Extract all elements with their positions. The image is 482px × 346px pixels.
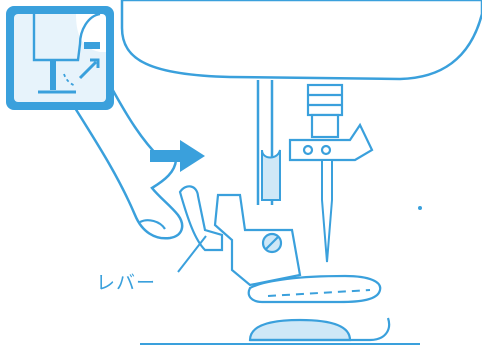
label-leader-line: [178, 236, 206, 272]
hand-back: [110, 85, 160, 158]
needle: [322, 160, 332, 262]
needle-clamp: [290, 85, 372, 160]
lever-label: レバー: [96, 268, 156, 295]
feed-dog: [250, 320, 350, 340]
presser-foot-holder: [215, 195, 300, 285]
hand: [70, 100, 182, 238]
push-arrow-icon: [150, 140, 205, 172]
dot: [418, 206, 422, 210]
machine-arm: [122, 0, 482, 79]
presser-bar-collar: [262, 150, 280, 200]
machine-front-lever-icon: [6, 6, 114, 110]
